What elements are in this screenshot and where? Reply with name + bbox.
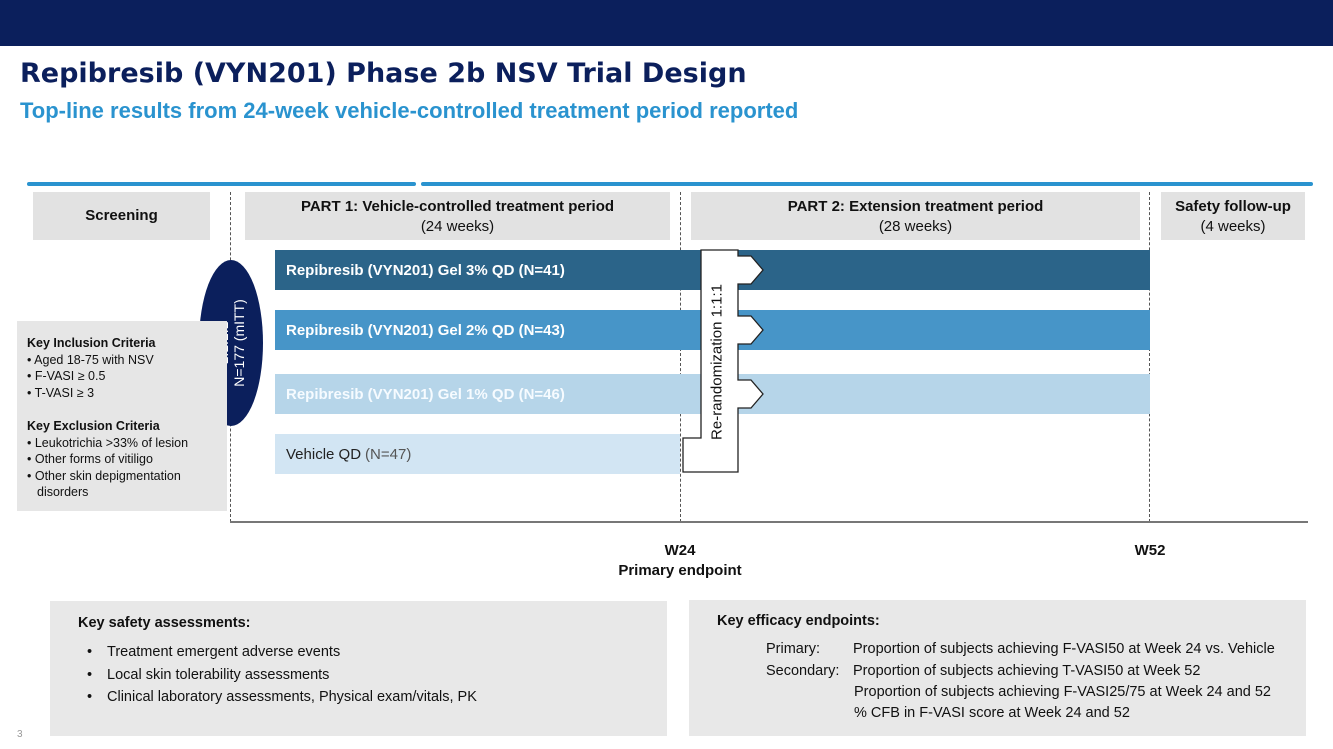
secondary-endpoint: Proportion of subjects achieving F-VASI2… bbox=[854, 684, 1271, 700]
page-number: 3 bbox=[17, 729, 23, 740]
secondary-endpoint: % CFB in F-VASI score at Week 24 and 52 bbox=[854, 705, 1130, 721]
arm-gel-1pct-label: Repibresib (VYN201) Gel 1% QD (N=46) bbox=[286, 385, 565, 403]
slide-title: Repibresib (VYN201) Phase 2b NSV Trial D… bbox=[20, 58, 747, 89]
timeline-bar-treatment bbox=[421, 182, 1313, 186]
phase-part2: PART 2: Extension treatment period (28 w… bbox=[691, 192, 1140, 240]
list-item: T-VASI ≥ 3 bbox=[27, 385, 227, 402]
w24-marker: W24 Primary endpoint bbox=[600, 541, 760, 581]
arm-vehicle-label: Vehicle QD bbox=[286, 445, 362, 463]
secondary-endpoint: Proportion of subjects achieving T-VASI5… bbox=[853, 663, 1201, 679]
phase-followup-duration: (4 weeks) bbox=[1200, 218, 1266, 235]
phase-part1-title: PART 1: Vehicle-controlled treatment per… bbox=[300, 198, 615, 215]
safety-title: Key safety assessments: bbox=[78, 615, 251, 631]
rerandomization-label: Re-randomization 1:1:1 bbox=[708, 284, 726, 440]
exclusion-title: Key Exclusion Criteria bbox=[27, 419, 160, 433]
phase-part1-duration: (24 weeks) bbox=[420, 218, 495, 235]
phase-screening-title: Screening bbox=[85, 207, 158, 224]
phase-followup-title: Safety follow-up bbox=[1175, 198, 1291, 215]
safety-panel: Key safety assessments: Treatment emerge… bbox=[50, 601, 667, 736]
phase-part1: PART 1: Vehicle-controlled treatment per… bbox=[245, 192, 670, 240]
arm-gel-3pct-label: Repibresib (VYN201) Gel 3% QD (N=41) bbox=[286, 261, 565, 279]
divider-w52 bbox=[1149, 192, 1150, 522]
rerandomization-arrow bbox=[682, 249, 764, 473]
secondary-label: Secondary: bbox=[766, 663, 840, 679]
divider-w24 bbox=[680, 192, 681, 522]
list-item: Clinical laboratory assessments, Physica… bbox=[87, 689, 477, 705]
efficacy-panel: Key efficacy endpoints: Primary: Proport… bbox=[689, 600, 1306, 736]
phase-part2-duration: (28 weeks) bbox=[878, 218, 953, 235]
list-item: Treatment emergent adverse events bbox=[87, 644, 340, 660]
efficacy-title: Key efficacy endpoints: bbox=[717, 613, 880, 629]
primary-endpoint: Proportion of subjects achieving F-VASI5… bbox=[853, 641, 1275, 657]
list-item: Other forms of vitiligo bbox=[27, 451, 227, 468]
list-item: Aged 18-75 with NSV bbox=[27, 352, 227, 369]
primary-label: Primary: bbox=[766, 641, 820, 657]
arm-vehicle: Vehicle QD (N=47) bbox=[275, 434, 680, 474]
phase-followup: Safety follow-up (4 weeks) bbox=[1161, 192, 1305, 240]
timeline-axis bbox=[230, 521, 1308, 523]
inclusion-list: Aged 18-75 with NSV F-VASI ≥ 0.5 T-VASI … bbox=[27, 352, 227, 402]
arm-vehicle-n: (N=47) bbox=[365, 445, 412, 463]
randomization-population: N=177 (mITT) bbox=[231, 299, 247, 387]
w24-note: Primary endpoint bbox=[618, 562, 742, 579]
w52-label: W52 bbox=[1134, 542, 1166, 559]
top-banner bbox=[0, 0, 1333, 46]
exclusion-list: Leukotrichia >33% of lesion Other forms … bbox=[27, 435, 227, 501]
inclusion-title: Key Inclusion Criteria bbox=[27, 336, 156, 350]
w24-label: W24 bbox=[664, 542, 696, 559]
list-item: Other skin depigmentation disorders bbox=[27, 468, 227, 501]
arm-gel-2pct-label: Repibresib (VYN201) Gel 2% QD (N=43) bbox=[286, 321, 565, 339]
timeline-bar-screening bbox=[27, 182, 416, 186]
phase-screening: Screening bbox=[33, 192, 210, 240]
phase-part2-title: PART 2: Extension treatment period bbox=[787, 198, 1044, 215]
criteria-panel: Key Inclusion Criteria Aged 18-75 with N… bbox=[17, 321, 227, 511]
list-item: F-VASI ≥ 0.5 bbox=[27, 368, 227, 385]
slide-subtitle: Top-line results from 24-week vehicle-co… bbox=[20, 98, 799, 123]
list-item: Leukotrichia >33% of lesion bbox=[27, 435, 227, 452]
list-item: Local skin tolerability assessments bbox=[87, 667, 329, 683]
